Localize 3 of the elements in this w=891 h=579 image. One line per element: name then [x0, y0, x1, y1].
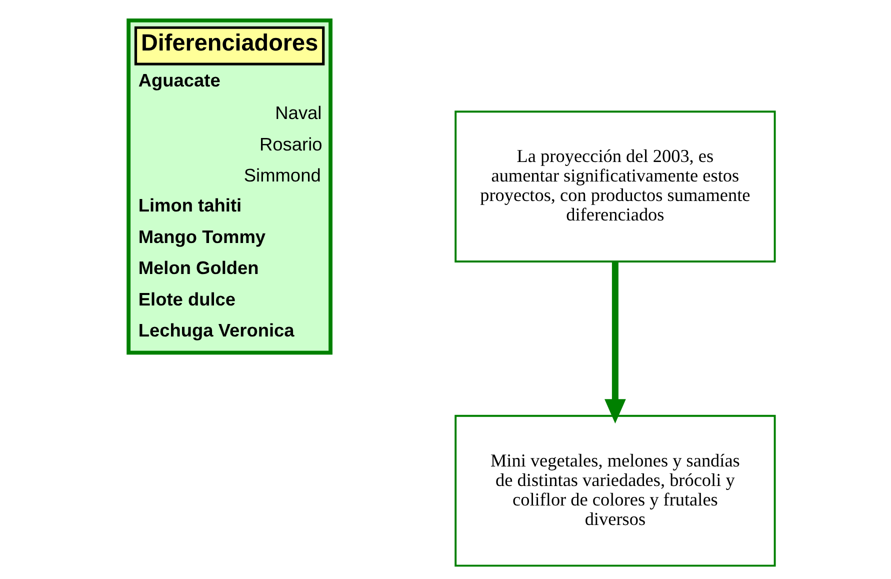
node-box: Mini vegetales, melones y sandías de distintas variedades, brócoli y coliflor de colores y frutales diversos [454, 414, 776, 567]
arrow [604, 262, 626, 424]
node-box: La proyección del 2003, es aumentar significativamente estos proyectos, con productos sumamente diferenciados [454, 110, 776, 262]
